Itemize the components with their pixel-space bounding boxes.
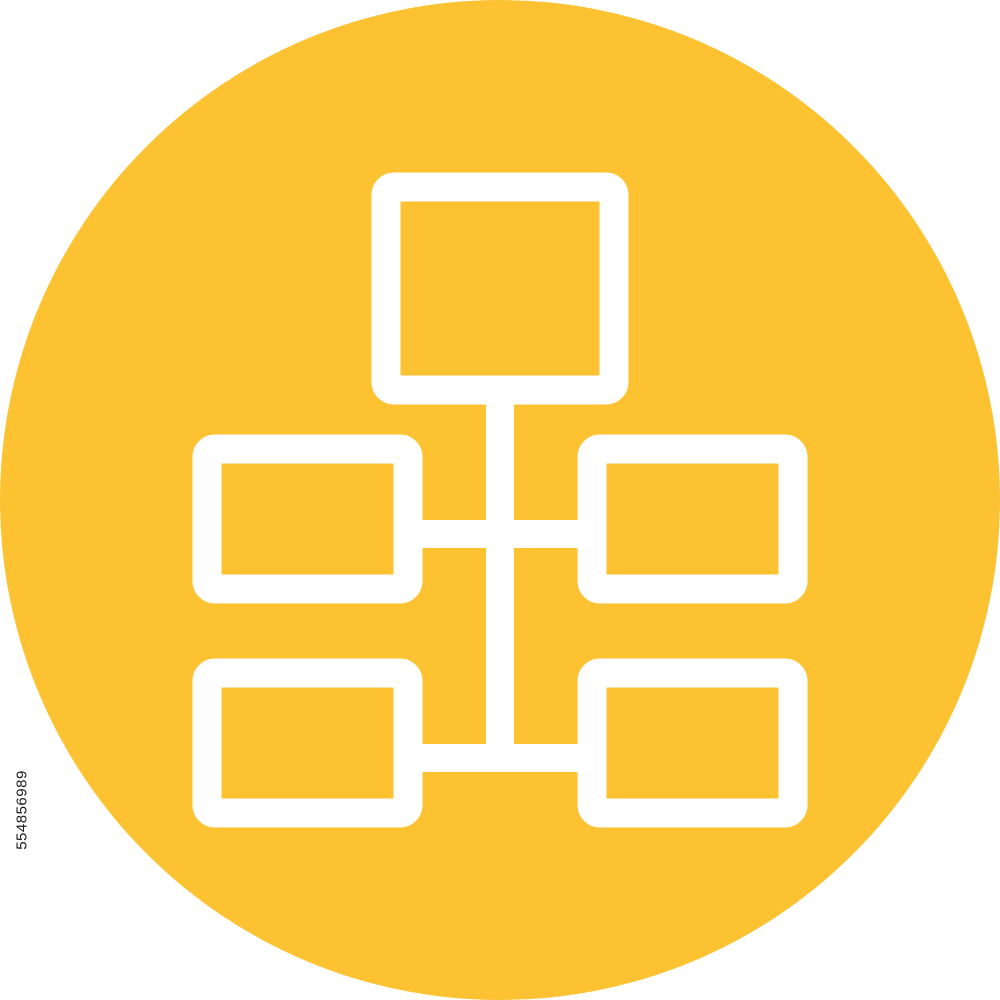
middle-left-node-box (192, 434, 423, 604)
bottom-right-node-box (577, 658, 808, 828)
stock-id-label: 554856989 (13, 770, 31, 850)
middle-right-node-box (577, 434, 808, 604)
hierarchy-diagram (192, 172, 808, 828)
top-node-box (371, 172, 629, 405)
bottom-left-node-box (192, 658, 423, 828)
